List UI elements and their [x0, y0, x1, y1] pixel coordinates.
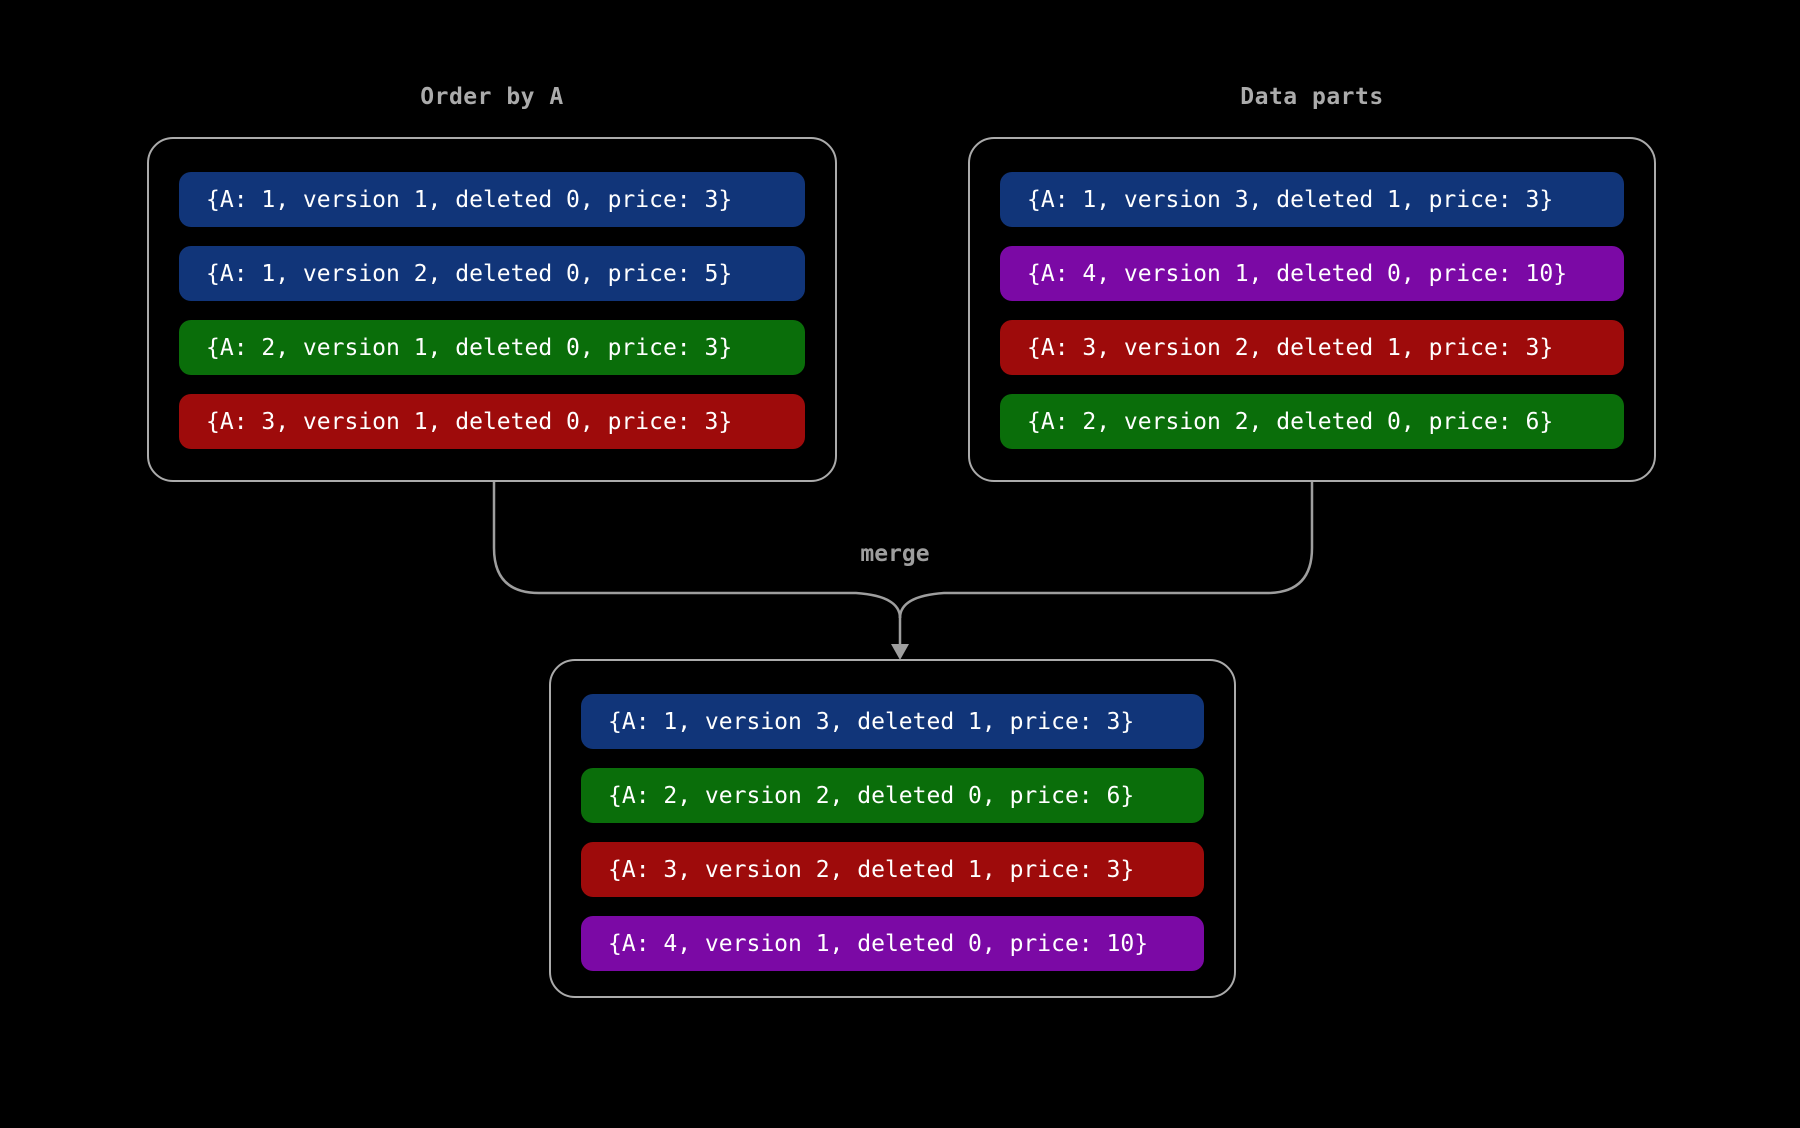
- data-row: {A: 2, version 2, deleted 0, price: 6}: [1000, 394, 1624, 449]
- merge-label: merge: [860, 541, 930, 567]
- data-row: {A: 1, version 1, deleted 0, price: 3}: [179, 172, 805, 227]
- data-parts-title: Data parts: [1240, 84, 1384, 110]
- data-row: {A: 1, version 3, deleted 1, price: 3}: [581, 694, 1204, 749]
- data-row: {A: 1, version 3, deleted 1, price: 3}: [1000, 172, 1624, 227]
- data-parts-box: {A: 1, version 3, deleted 1, price: 3} {…: [968, 137, 1656, 482]
- data-row: {A: 3, version 2, deleted 1, price: 3}: [581, 842, 1204, 897]
- data-row: {A: 2, version 1, deleted 0, price: 3}: [179, 320, 805, 375]
- data-row: {A: 4, version 1, deleted 0, price: 10}: [581, 916, 1204, 971]
- merged-result-box: {A: 1, version 3, deleted 1, price: 3} {…: [549, 659, 1236, 998]
- data-row: {A: 4, version 1, deleted 0, price: 10}: [1000, 246, 1624, 301]
- data-row: {A: 2, version 2, deleted 0, price: 6}: [581, 768, 1204, 823]
- data-row: {A: 1, version 2, deleted 0, price: 5}: [179, 246, 805, 301]
- data-row: {A: 3, version 2, deleted 1, price: 3}: [1000, 320, 1624, 375]
- data-row: {A: 3, version 1, deleted 0, price: 3}: [179, 394, 805, 449]
- order-by-a-box: {A: 1, version 1, deleted 0, price: 3} {…: [147, 137, 837, 482]
- arrowhead-icon: [891, 644, 909, 660]
- order-by-a-title: Order by A: [420, 84, 564, 110]
